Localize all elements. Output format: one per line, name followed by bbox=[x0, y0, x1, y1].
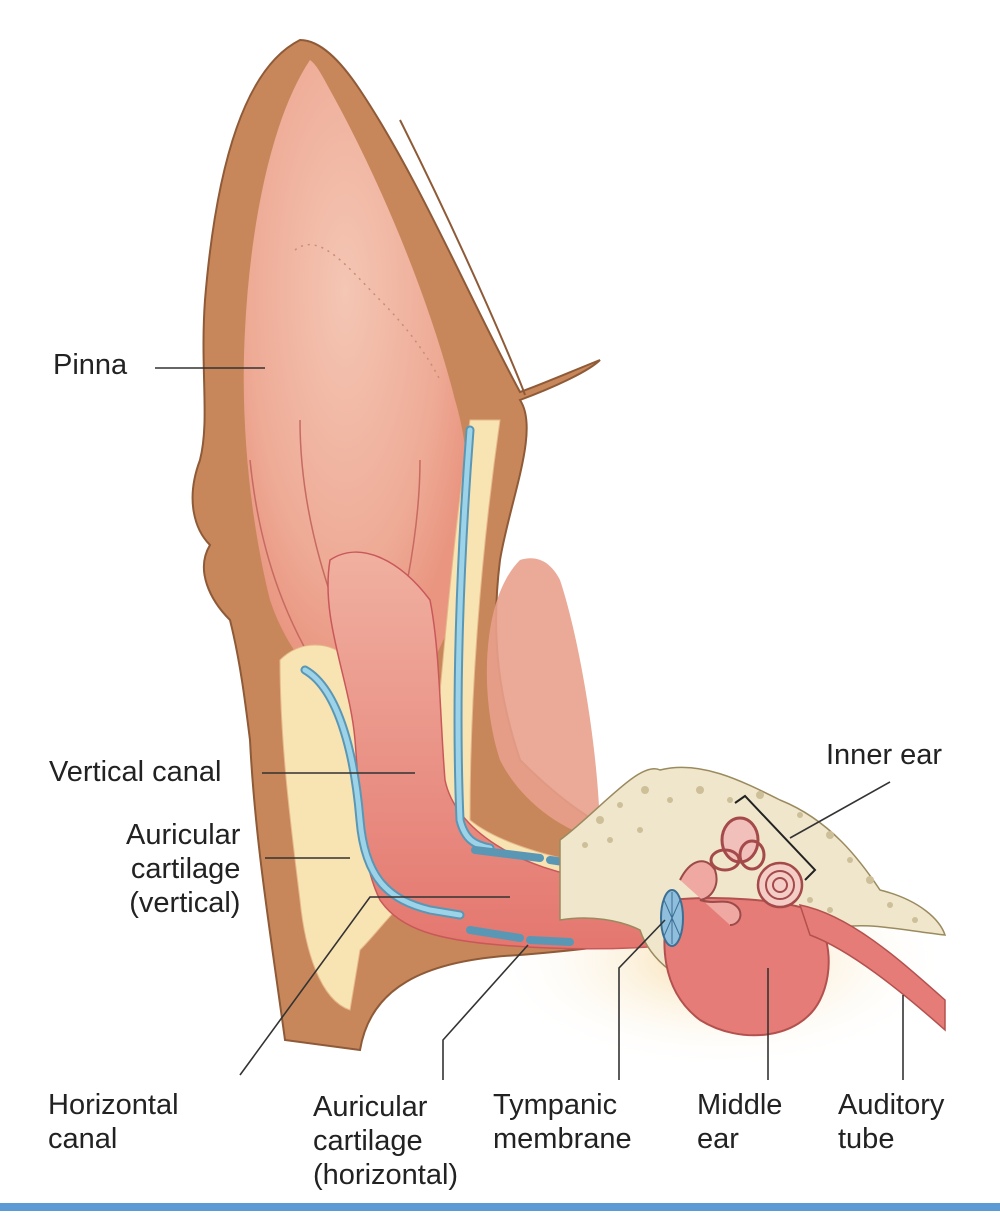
ear-canal bbox=[327, 551, 676, 950]
label-auricular-cartilage-vertical: Auricular cartilage (vertical) bbox=[126, 819, 241, 919]
tympanic-membrane-rays bbox=[663, 892, 681, 944]
leader-auricular-horizontal bbox=[442, 944, 529, 1080]
pinna-fold-line bbox=[399, 119, 526, 396]
cheek-tissue bbox=[486, 558, 600, 840]
auditory-tube bbox=[798, 904, 946, 1032]
label-middle-ear: Middle ear bbox=[697, 1089, 783, 1155]
label-tympanic-membrane: Tympanic membrane bbox=[493, 1089, 632, 1155]
bottom-accent-bar bbox=[0, 1203, 1000, 1211]
leader-inner-ear bbox=[789, 781, 891, 839]
inner-ear-bracket bbox=[734, 794, 817, 881]
leader-tympanic bbox=[618, 919, 666, 1080]
leader-horizontal-canal bbox=[239, 896, 510, 1076]
bone-pores bbox=[582, 786, 918, 923]
cartilage-vertical-outer-fill bbox=[302, 667, 463, 918]
cartilage-vertical-inner-fill bbox=[455, 427, 493, 851]
label-horizontal-canal: Horizontal canal bbox=[48, 1089, 179, 1155]
semicircular-canals bbox=[709, 816, 766, 872]
cartilage-horizontal-lower bbox=[466, 926, 574, 946]
label-pinna: Pinna bbox=[53, 349, 128, 381]
cochlea bbox=[756, 861, 804, 909]
pinna-inner bbox=[243, 60, 470, 720]
leader-lines bbox=[155, 367, 904, 1080]
label-inner-ear: Inner ear bbox=[826, 739, 943, 771]
ossicles bbox=[679, 860, 742, 926]
label-auricular-cartilage-horizontal: Auricular cartilage (horizontal) bbox=[313, 1091, 459, 1191]
label-vertical-canal: Vertical canal bbox=[49, 756, 222, 788]
temporal-bone bbox=[559, 766, 947, 991]
pinna-dotted-line bbox=[294, 243, 441, 381]
label-auditory-tube: Auditory tube bbox=[838, 1089, 945, 1155]
